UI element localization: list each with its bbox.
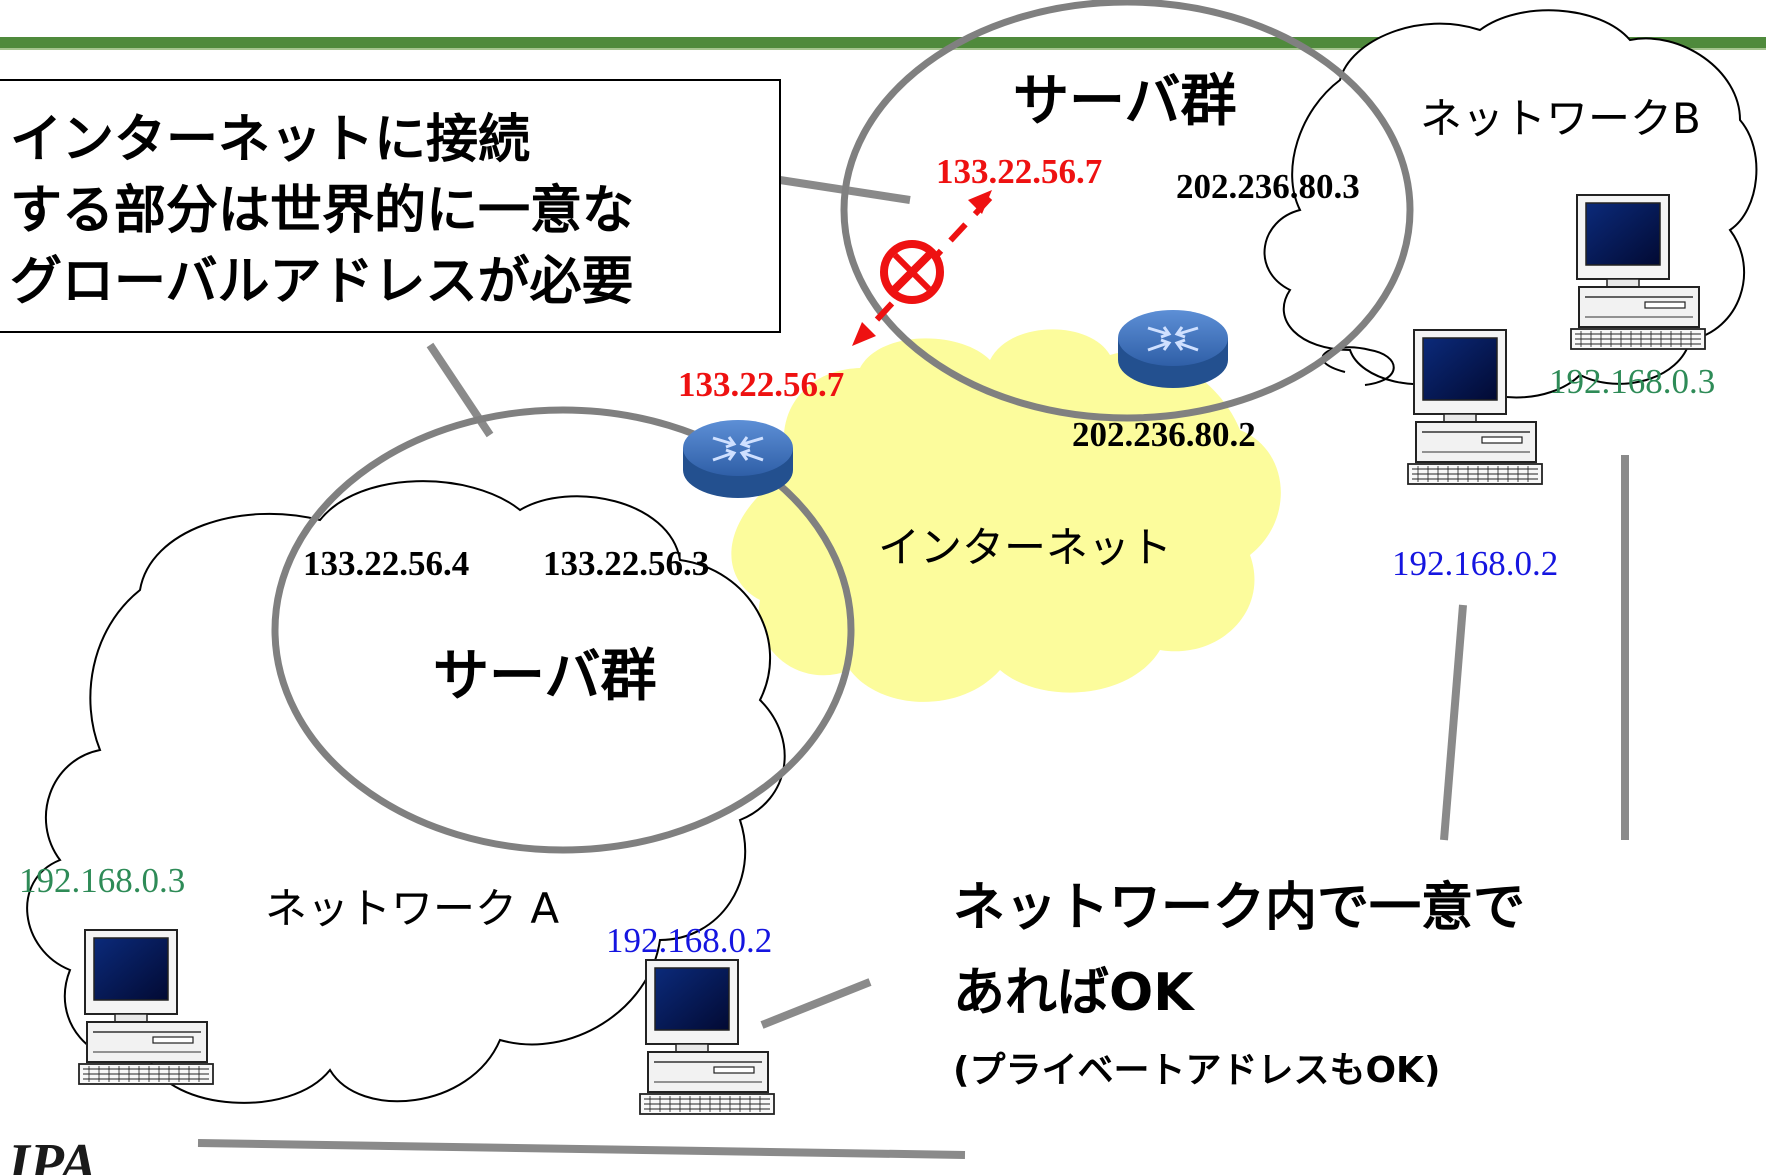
callout-private-line1: ネットワーク内で一意で <box>953 878 1525 938</box>
server-group-top-ellipse <box>840 0 1414 422</box>
callout-private-line3: (プライベートアドレスもOK) <box>953 1050 1440 1091</box>
ip-router-b: 202.236.80.2 <box>1072 415 1256 454</box>
callout-global-line3: グローバルアドレスが必要 <box>10 252 633 312</box>
ipa-logo: IPA <box>7 1133 97 1175</box>
callout-private-line2: あればOK <box>953 963 1195 1023</box>
logo-text: IPA <box>7 1133 97 1175</box>
ip-pc-b-left: 192.168.0.2 <box>1392 544 1558 583</box>
ip-conflict-server: 133.22.56.7 <box>936 152 1102 191</box>
internet-cloud <box>731 329 1281 702</box>
callout-global-line2: する部分は世界的に一意な <box>10 181 634 241</box>
ip-pc-b-right: 192.168.0.3 <box>1549 362 1715 401</box>
network-b-label: ネットワークB <box>1420 94 1701 143</box>
server-group-top-label: サーバ群 <box>1013 69 1236 134</box>
callout-line-a <box>760 978 872 1029</box>
pc-icon-a-right <box>639 959 775 1115</box>
ip-pc-a-left: 192.168.0.3 <box>19 861 185 900</box>
server-group-bottom-ellipse <box>271 406 855 854</box>
server-group-bottom-label: サーバ群 <box>433 644 656 709</box>
callout-global-box <box>0 79 781 333</box>
router-b-icon <box>1116 308 1230 390</box>
ip-server-left: 133.22.56.4 <box>303 544 469 583</box>
conflict-indicator <box>852 190 993 346</box>
ip-pc-a-right: 192.168.0.2 <box>606 921 772 960</box>
network-a-cloud <box>26 480 786 1104</box>
callout-line-bottom <box>197 1139 966 1159</box>
network-a-label: ネットワーク A <box>265 884 559 933</box>
ip-server-right: 133.22.56.3 <box>543 544 709 583</box>
router-a-icon <box>681 418 795 500</box>
callout-global-line1: インターネットに接続 <box>10 110 530 170</box>
ip-server-top: 202.236.80.3 <box>1176 167 1360 206</box>
callout-line-b-left <box>1440 604 1467 841</box>
ip-router-a: 133.22.56.7 <box>678 365 844 404</box>
internet-label: インターネット <box>878 523 1172 572</box>
header-bar <box>0 37 1766 48</box>
